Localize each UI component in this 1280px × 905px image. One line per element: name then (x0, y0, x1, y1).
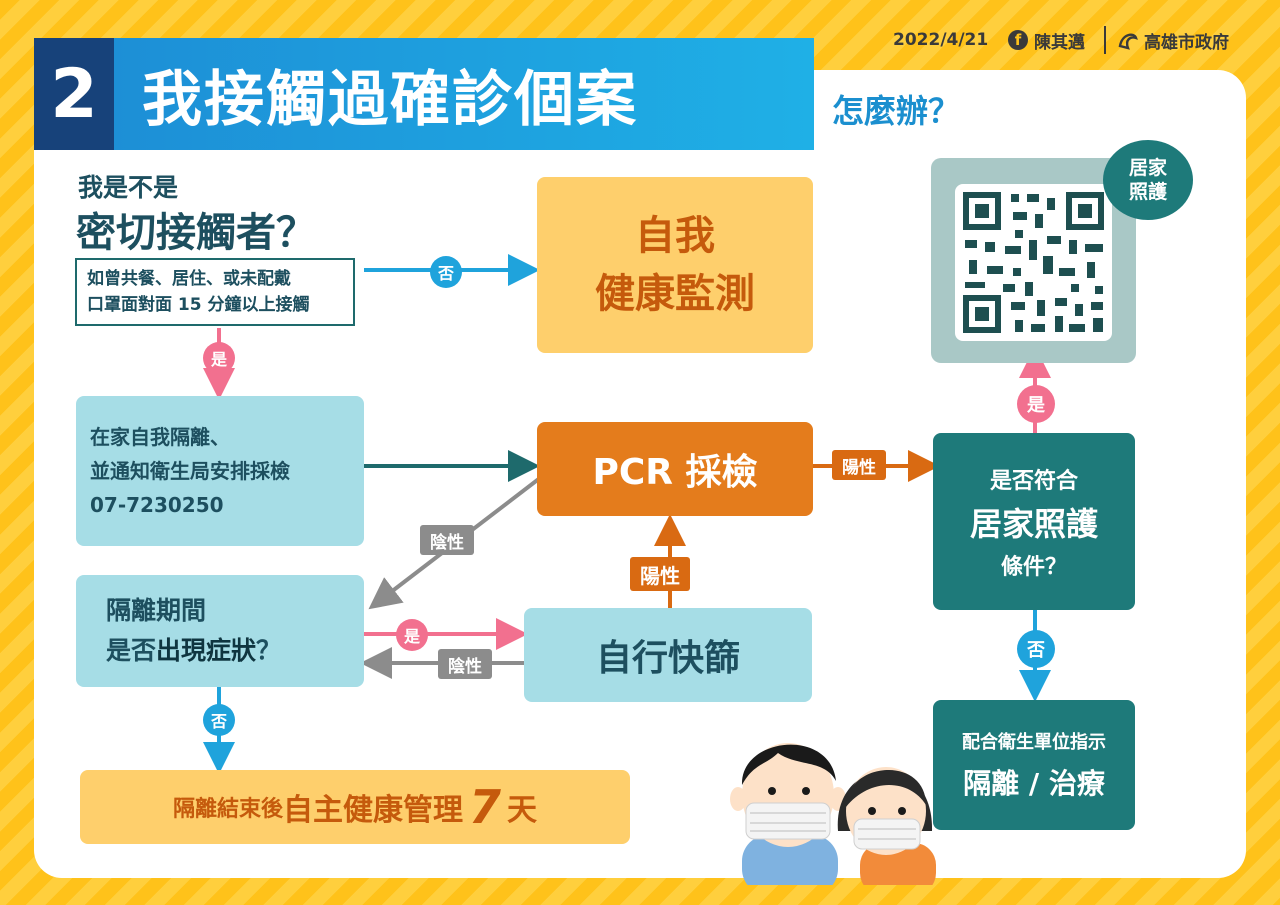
final-part-b: 自主健康管理 (283, 793, 463, 828)
self-monitor-line2: 健康監測 (595, 271, 755, 317)
final-part-c: 天 (507, 793, 538, 828)
label-yes-contact: 是 (203, 342, 235, 374)
city-logo-icon (1116, 28, 1140, 56)
close-contact-definition: 如曾共餐、居住、或未配戴 口罩面對面 15 分鐘以上接觸 (75, 258, 355, 326)
symptom-check-box: 隔離期間 是否出現症狀？ (76, 575, 364, 687)
final-part-a: 隔離結束後 (172, 797, 283, 822)
cond-line3: 條件？ (1000, 554, 1067, 580)
period-line1: 隔離期間 (106, 596, 207, 625)
health-bureau-phone: 07-7230250 (90, 493, 224, 517)
label-no-contact: 否 (430, 256, 462, 288)
final-days-number: 7 (469, 780, 502, 834)
home-care-badge-line1: 居家 (1128, 157, 1167, 179)
page-subtitle: 怎麼辦？ (832, 92, 961, 130)
period-2c: ？ (256, 636, 282, 665)
home-care-badge-line2: 照護 (1128, 181, 1167, 203)
date: 2022/4/21 (893, 30, 989, 50)
isolate-line1: 在家自我隔離、 (90, 425, 230, 449)
note-line2: 口罩面對面 15 分鐘以上接觸 (87, 295, 310, 315)
period-2b: 出現症狀 (156, 636, 257, 665)
period-2a: 是否 (106, 636, 157, 665)
isolation-treatment-box: 配合衛生單位指示 隔離 / 治療 (933, 700, 1135, 830)
mayor-name: 陳其邁 (1034, 32, 1085, 53)
period-line2: 是否出現症狀？ (106, 631, 364, 671)
treat-line2: 隔離 / 治療 (963, 767, 1105, 800)
label-pcr-negative: 陰性 (420, 525, 474, 555)
masked-people-illustration (730, 743, 936, 885)
note-line1: 如曾共餐、居住、或未配戴 (87, 269, 291, 289)
label-rapid-positive: 陽性 (630, 557, 690, 591)
girl-icon (837, 767, 936, 885)
qr-code[interactable] (955, 184, 1112, 341)
facebook-icon: f (1008, 30, 1028, 50)
rapid-test-box: 自行快篩 (524, 608, 812, 702)
question-line2: 密切接觸者？ (76, 210, 316, 256)
self-health-monitoring-box: 自我 健康監測 (537, 177, 813, 353)
label-pcr-positive: 陽性 (832, 450, 886, 480)
self-health-management-box: 隔離結束後 自主健康管理 7 天 (80, 770, 630, 844)
home-care-badge: 居家 照護 (1103, 140, 1193, 220)
treat-line1: 配合衛生單位指示 (962, 732, 1106, 753)
label-cond-yes: 是 (1017, 385, 1055, 423)
home-care-eligibility-box: 是否符合 居家照護 條件？ (933, 433, 1135, 610)
cond-line2: 居家照護 (969, 504, 1098, 543)
self-monitor-line1: 自我 (635, 213, 715, 259)
divider (1104, 26, 1106, 54)
boy-icon (730, 743, 846, 885)
label-period-no: 否 (203, 704, 235, 736)
home-isolation-box: 在家自我隔離、 並通知衛生局安排採檢 07-7230250 (76, 396, 364, 546)
label-rapid-negative: 陰性 (438, 649, 492, 679)
qr-code-icon (963, 192, 1104, 333)
isolate-line2: 並通知衛生局安排採檢 (90, 459, 290, 483)
label-cond-no: 否 (1017, 630, 1055, 668)
pcr-test-box: PCR 採檢 (537, 422, 813, 516)
page-title: 我接觸過確診個案 (114, 38, 814, 150)
step-number: 2 (34, 38, 114, 150)
cond-line1: 是否符合 (989, 468, 1078, 494)
city-government: 高雄市政府 (1144, 32, 1229, 53)
label-symptom-yes: 是 (396, 619, 428, 651)
question-line1: 我是不是 (78, 173, 179, 202)
